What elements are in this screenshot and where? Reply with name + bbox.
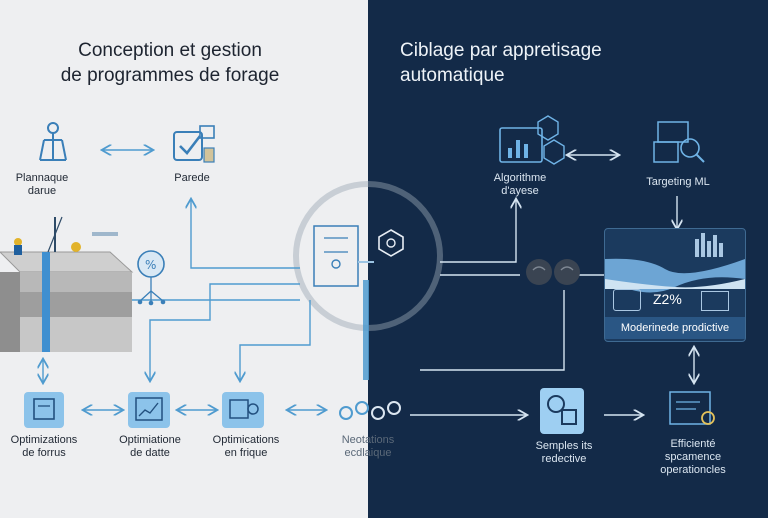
- semples-icon: [540, 388, 584, 434]
- chain-nodes-icon: [339, 401, 401, 420]
- drilling-rig-icon: [39, 122, 67, 161]
- algorithm-chart-icon: [499, 115, 565, 165]
- right-title-line1: Ciblage par appretisage: [400, 40, 602, 61]
- location-network-icon: %: [137, 250, 166, 306]
- left-title: Conception et gestion de programmes de f…: [20, 38, 320, 88]
- arrow-center-algorithme: [440, 200, 516, 263]
- node-algorithme-label: Algorithme d'ayese: [493, 172, 547, 197]
- arrow-center-optimfrique: [240, 300, 311, 380]
- line-loop-bottom: [420, 290, 565, 371]
- arrow-parede-center: [191, 200, 300, 269]
- node-opt-forrus-label: Optimizations de forrus: [10, 434, 78, 459]
- left-title-line2: de programmes de forage: [60, 65, 280, 86]
- node-parede-label: Parede: [174, 172, 210, 184]
- left-title-line1: Conception et gestion: [78, 40, 262, 61]
- toggle-chip-icon: [701, 291, 729, 311]
- node-planning-label: Plannaque darue: [15, 172, 69, 197]
- checklist-icon: [173, 125, 215, 163]
- node-opt-frique-label: Optimications en frique: [212, 434, 280, 459]
- node-efficiente-label: Efficienté spcamence operationcles: [660, 438, 726, 476]
- node-semples-label: Semples its redective: [535, 440, 593, 465]
- arrow-center-optimdatte: [150, 283, 300, 380]
- svg-text:%: %: [145, 258, 156, 272]
- network-hexagon-icon: [378, 229, 404, 257]
- optimization-forrus-icon: [24, 392, 64, 428]
- right-title-line2: automatique: [400, 65, 505, 86]
- central-hub-icon: [313, 225, 374, 287]
- predictive-model-panel: Z2% Moderinede prodictive: [604, 228, 746, 342]
- node-neotations-label: Neotations ecdlaique: [341, 434, 395, 459]
- node-targeting-label: Targeting ML: [646, 176, 710, 188]
- certificate-icon: [669, 391, 715, 425]
- model-percent: Z2%: [653, 291, 682, 307]
- node-opt-datte-label: Optimiatione de datte: [119, 434, 181, 459]
- targeting-ml-icon: [653, 121, 705, 163]
- gear-chip-icon: [613, 289, 641, 311]
- optimization-frique-icon: [222, 392, 264, 428]
- geology-cross-section-icon: [0, 216, 134, 352]
- terrain-skyline-icon: [605, 233, 745, 293]
- brain-pair-icon: [526, 259, 580, 285]
- right-title: Ciblage par appretisage automatique: [400, 38, 670, 88]
- optimization-datte-icon: [128, 392, 170, 428]
- model-caption: Moderinede prodictive: [605, 317, 745, 339]
